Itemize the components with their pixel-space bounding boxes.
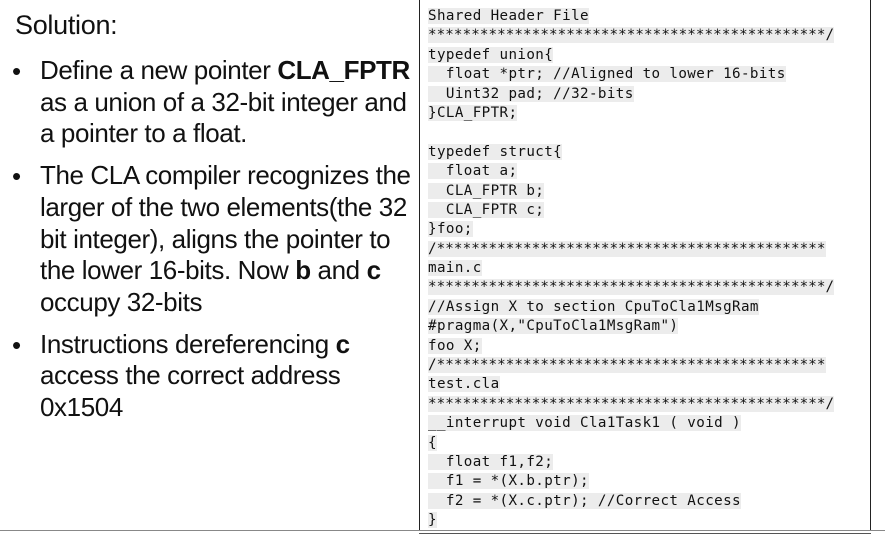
code-line-text: f1 = *(X.b.ptr); — [428, 473, 589, 490]
code-line-text: }CLA_FPTR; — [428, 104, 518, 121]
bullet-text-run: access the correct address 0x1504 — [40, 360, 341, 423]
code-listing: Shared Header File **********************… — [428, 7, 858, 531]
bullet-text-run: Instructions dereferencing — [40, 328, 336, 359]
bottom-divider — [0, 530, 885, 531]
bullet-dot-icon: • — [12, 329, 22, 360]
bullet-bold-term: c — [335, 328, 350, 359]
bullet-text: The CLA compiler recognizes the larger o… — [40, 160, 415, 319]
code-line-text: typedef struct{ — [428, 143, 563, 160]
code-line: #pragma(X,"CpuToCla1MsgRam") — [428, 317, 858, 336]
code-line: CLA_FPTR b; — [428, 182, 858, 201]
code-line-text: CLA_FPTR c; — [428, 201, 545, 218]
code-line-text: ****************************************… — [428, 27, 835, 44]
code-line-text: //Assign X to section CpuToCla1MsgRam — [428, 298, 759, 315]
code-line: CLA_FPTR c; — [428, 201, 858, 220]
code-line: f1 = *(X.b.ptr); — [428, 472, 858, 491]
code-line-text: #pragma(X,"CpuToCla1MsgRam") — [428, 318, 679, 335]
code-line: typedef union{ — [428, 46, 858, 65]
code-line: ****************************************… — [428, 395, 858, 414]
explanation-panel: Solution: • Define a new pointer CLA_FPTR… — [0, 0, 418, 534]
bullet-text-run: and — [310, 255, 367, 286]
code-line: float f1,f2; — [428, 453, 858, 472]
code-line: main.c — [428, 259, 858, 278]
code-line-text: __interrupt void Cla1Task1 ( void ) — [428, 415, 741, 432]
code-line-text: float f1,f2; — [428, 453, 554, 470]
code-panel: Shared Header File **********************… — [419, 0, 871, 534]
bullet-item: • The CLA compiler recognizes the larger … — [0, 160, 415, 319]
code-line: /***************************************… — [428, 356, 858, 375]
bullet-dot-icon: • — [12, 161, 22, 192]
code-line-text: CLA_FPTR b; — [428, 182, 545, 199]
code-line: ****************************************… — [428, 26, 858, 45]
code-line-text: Uint32 pad; //32-bits — [428, 85, 634, 102]
code-line-text: /***************************************… — [428, 357, 826, 374]
bullet-item: • Instructions dereferencing c access the… — [0, 329, 415, 424]
bullet-bold-term: CLA_FPTR — [277, 55, 410, 85]
code-line: float a; — [428, 162, 858, 181]
code-line: float *ptr; //Aligned to lower 16-bits — [428, 65, 858, 84]
code-line: { — [428, 434, 858, 453]
bullet-text: Instructions dereferencing c access the … — [40, 329, 415, 424]
bullet-text-run: as a union of a 32-bit integer and a poi… — [40, 86, 407, 149]
bullet-text: Define a new pointer CLA_FPTR as a union… — [40, 55, 415, 150]
code-line-text: main.c — [428, 260, 482, 277]
code-line: f2 = *(X.c.ptr); //Correct Access — [428, 492, 858, 511]
code-line-text: { — [428, 434, 437, 451]
bullet-list: • Define a new pointer CLA_FPTR as a unio… — [0, 55, 415, 434]
code-line: Shared Header File — [428, 7, 858, 26]
bullet-dot-icon: • — [12, 56, 22, 86]
code-line: //Assign X to section CpuToCla1MsgRam — [428, 298, 858, 317]
code-line-text: float *ptr; //Aligned to lower 16-bits — [428, 66, 786, 83]
bullet-text-run: occupy 32-bits — [40, 286, 203, 317]
code-line-text: } — [428, 512, 437, 529]
code-line-text: foo X; — [428, 337, 482, 354]
code-line-text: f2 = *(X.c.ptr); //Correct Access — [428, 492, 741, 509]
code-line: ****************************************… — [428, 278, 858, 297]
code-line: Uint32 pad; //32-bits — [428, 85, 858, 104]
code-line-text: /***************************************… — [428, 240, 826, 257]
code-line: /***************************************… — [428, 240, 858, 259]
code-line-text: typedef union{ — [428, 46, 554, 63]
code-line-text: test.cla — [428, 376, 500, 393]
bullet-bold-term: c — [366, 255, 381, 286]
code-line: foo X; — [428, 337, 858, 356]
code-line-text: ****************************************… — [428, 279, 835, 296]
code-line — [428, 123, 858, 142]
code-line: __interrupt void Cla1Task1 ( void ) — [428, 414, 858, 433]
bullet-text-run: Define a new pointer — [40, 55, 278, 85]
code-line: test.cla — [428, 375, 858, 394]
code-line-text: float a; — [428, 163, 518, 180]
code-line-text: }foo; — [428, 221, 473, 238]
bullet-bold-term: b — [295, 255, 311, 286]
code-line-text: Shared Header File — [428, 8, 589, 24]
code-line: typedef struct{ — [428, 143, 858, 162]
code-line: }foo; — [428, 220, 858, 239]
code-line: }CLA_FPTR; — [428, 104, 858, 123]
bullet-item: • Define a new pointer CLA_FPTR as a unio… — [0, 55, 415, 150]
code-line-text: ****************************************… — [428, 395, 835, 412]
bullet-text-run: The CLA compiler recognizes the larger o… — [40, 160, 411, 286]
solution-heading: Solution: — [15, 10, 118, 40]
code-line: } — [428, 511, 858, 530]
